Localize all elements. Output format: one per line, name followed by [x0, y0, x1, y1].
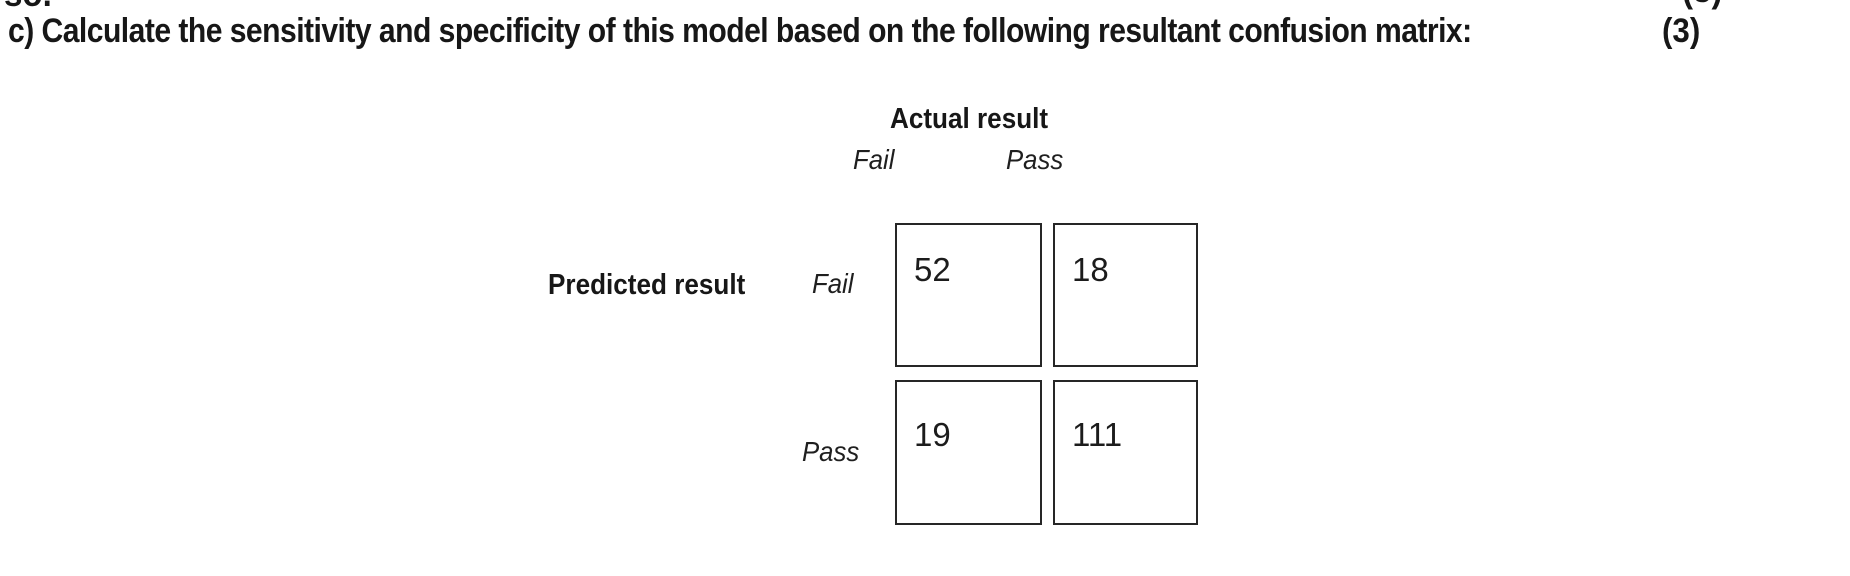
column-axis-title: Actual result — [890, 103, 1049, 135]
clipped-marks-top-right: (3) — [1682, 0, 1722, 8]
matrix-cell-predicted-pass-actual-pass: 111 — [1053, 380, 1198, 525]
column-header-pass: Pass — [1006, 144, 1064, 175]
column-header-fail: Fail — [853, 144, 895, 175]
cell-value-false-fail: 18 — [1072, 251, 1109, 288]
matrix-cell-predicted-fail-actual-pass: 18 — [1053, 223, 1198, 367]
cell-value-false-pass: 19 — [914, 416, 951, 453]
row-axis-title: Predicted result — [548, 269, 746, 301]
cell-value-true-fail: 52 — [914, 251, 951, 288]
question-text: c) Calculate the sensitivity and specifi… — [8, 12, 1472, 50]
cell-value-true-pass: 111 — [1072, 416, 1123, 453]
clipped-text-top-left: so. — [4, 0, 52, 12]
row-header-fail: Fail — [812, 268, 854, 299]
matrix-cell-predicted-fail-actual-fail: 52 — [895, 223, 1042, 367]
row-header-pass: Pass — [802, 436, 860, 467]
matrix-cell-predicted-pass-actual-fail: 19 — [895, 380, 1042, 525]
question-marks: (3) — [1662, 12, 1701, 50]
